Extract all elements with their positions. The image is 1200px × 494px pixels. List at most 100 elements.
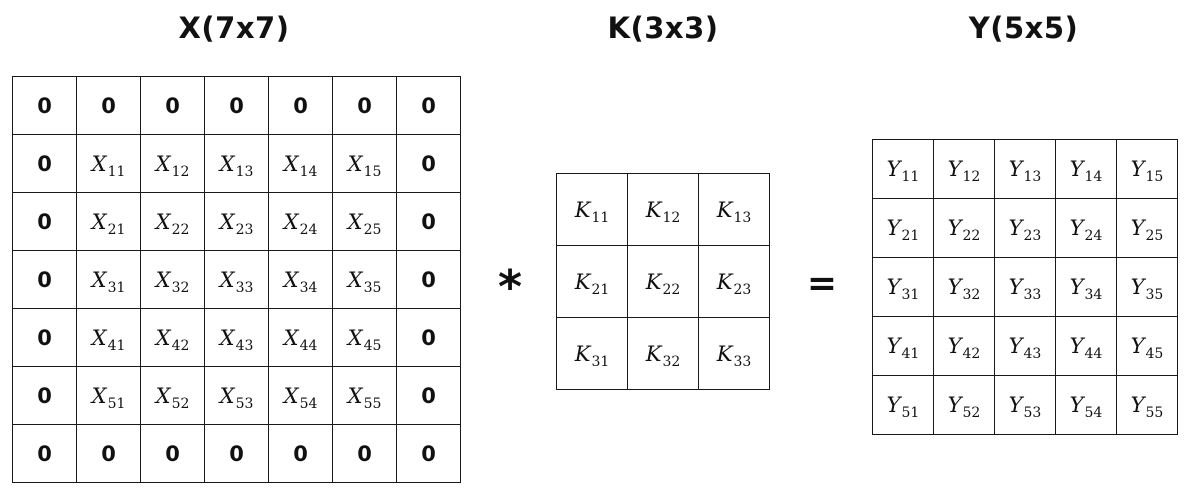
input-element-cell: X22	[140, 192, 205, 251]
kernel-element-symbol: K	[645, 197, 662, 222]
kernel-element-cell: K31	[556, 317, 628, 390]
input-element-cell: X21	[76, 192, 141, 251]
input-element-index: 41	[107, 337, 126, 354]
input-padding-cell: 0	[76, 76, 141, 135]
equals-operator: =	[806, 263, 838, 304]
input-element-index: 44	[299, 337, 318, 354]
input-element-index: 52	[171, 395, 190, 412]
input-padding-cell: 0	[12, 308, 77, 367]
input-element-index: 24	[299, 221, 318, 238]
input-element-symbol: X	[219, 151, 235, 176]
input-element-symbol: X	[347, 209, 363, 234]
input-element-cell: X24	[268, 192, 333, 251]
kernel-element-cell: K22	[627, 245, 699, 318]
kernel-element-index: 12	[662, 209, 681, 226]
input-padding-cell: 0	[396, 76, 461, 135]
output-element-index: 53	[1023, 405, 1042, 421]
input-element-symbol: X	[91, 151, 107, 176]
kernel-element-symbol: K	[716, 197, 733, 222]
output-element-symbol: Y	[947, 393, 962, 417]
output-element-symbol: Y	[1069, 275, 1084, 299]
input-element-cell: X32	[140, 250, 205, 309]
input-padding-cell: 0	[204, 76, 269, 135]
kernel-element-cell: K12	[627, 173, 699, 246]
output-element-symbol: Y	[1130, 275, 1145, 299]
input-padding-cell: 0	[12, 424, 77, 483]
output-element-cell: Y11	[872, 139, 934, 199]
input-element-cell: X14	[268, 134, 333, 193]
output-element-symbol: Y	[1130, 393, 1145, 417]
input-element-index: 21	[107, 221, 126, 238]
output-element-cell: Y31	[872, 257, 934, 317]
input-element-index: 34	[299, 279, 318, 296]
kernel-element-cell: K32	[627, 317, 699, 390]
output-element-cell: Y41	[872, 316, 934, 376]
input-element-cell: X52	[140, 366, 205, 425]
output-element-index: 44	[1084, 346, 1103, 362]
kernel-element-symbol: K	[574, 269, 591, 294]
kernel-element-index: 23	[733, 281, 752, 298]
input-padding-cell: 0	[396, 424, 461, 483]
output-element-index: 14	[1084, 169, 1103, 185]
kernel-element-symbol: K	[574, 341, 591, 366]
kernel-element-index: 33	[733, 353, 752, 370]
kernel-element-index: 32	[662, 353, 681, 370]
input-element-cell: X34	[268, 250, 333, 309]
output-element-index: 23	[1023, 228, 1042, 244]
output-element-index: 42	[962, 346, 981, 362]
kernel-element-index: 11	[591, 209, 610, 226]
input-element-symbol: X	[283, 267, 299, 292]
output-element-cell: Y44	[1055, 316, 1117, 376]
input-element-cell: X51	[76, 366, 141, 425]
input-element-index: 31	[107, 279, 126, 296]
input-padding-cell: 0	[12, 192, 77, 251]
output-element-index: 55	[1145, 405, 1164, 421]
output-element-symbol: Y	[1008, 393, 1023, 417]
input-element-cell: X25	[332, 192, 397, 251]
output-element-cell: Y55	[1116, 375, 1178, 435]
kernel-element-index: 13	[733, 209, 752, 226]
input-element-index: 15	[363, 163, 382, 180]
input-element-cell: X35	[332, 250, 397, 309]
input-padding-cell: 0	[12, 134, 77, 193]
output-element-symbol: Y	[886, 275, 901, 299]
output-element-index: 51	[901, 405, 920, 421]
kernel-element-cell: K23	[698, 245, 770, 318]
input-element-symbol: X	[219, 383, 235, 408]
output-element-index: 12	[962, 169, 981, 185]
output-element-index: 45	[1145, 346, 1164, 362]
input-element-cell: X53	[204, 366, 269, 425]
output-element-cell: Y15	[1116, 139, 1178, 199]
output-element-symbol: Y	[1069, 393, 1084, 417]
input-element-symbol: X	[91, 209, 107, 234]
input-padding-cell: 0	[332, 76, 397, 135]
kernel-element-index: 22	[662, 281, 681, 298]
input-element-index: 51	[107, 395, 126, 412]
input-element-symbol: X	[155, 209, 171, 234]
input-element-index: 32	[171, 279, 190, 296]
output-element-symbol: Y	[947, 275, 962, 299]
input-element-cell: X54	[268, 366, 333, 425]
output-element-cell: Y53	[994, 375, 1056, 435]
input-element-symbol: X	[91, 267, 107, 292]
input-element-index: 55	[363, 395, 382, 412]
output-element-symbol: Y	[1008, 157, 1023, 181]
output-element-symbol: Y	[1069, 216, 1084, 240]
output-element-symbol: Y	[1069, 334, 1084, 358]
output-element-index: 32	[962, 287, 981, 303]
output-element-symbol: Y	[1130, 157, 1145, 181]
input-element-index: 22	[171, 221, 190, 238]
output-element-index: 31	[901, 287, 920, 303]
input-matrix-title: X(7x7)	[178, 11, 290, 45]
kernel-element-cell: K11	[556, 173, 628, 246]
input-element-cell: X23	[204, 192, 269, 251]
output-element-index: 34	[1084, 287, 1103, 303]
